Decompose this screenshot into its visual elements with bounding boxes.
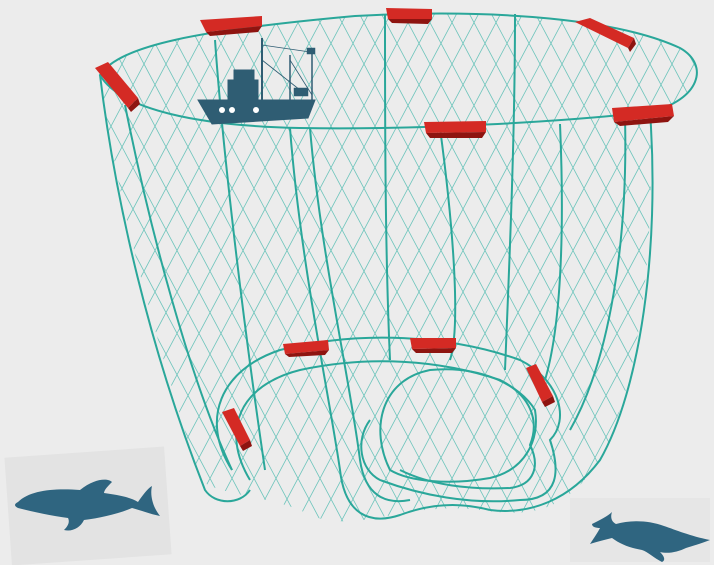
mesh-line <box>604 0 714 565</box>
mesh-line <box>550 0 714 565</box>
mesh-line <box>396 0 696 565</box>
purse-line <box>290 128 490 519</box>
mesh-line <box>616 0 714 565</box>
mesh-line <box>660 0 714 565</box>
net-ropes <box>100 14 697 519</box>
float-top-2 <box>200 16 262 36</box>
net-right-inner <box>570 118 625 430</box>
mesh-line <box>704 0 714 565</box>
float-top-3 <box>386 8 432 24</box>
float-lower-2 <box>283 340 329 357</box>
mesh-line <box>418 0 714 565</box>
float-top-4 <box>575 18 636 52</box>
mesh-line <box>538 0 714 565</box>
net-right-side <box>490 112 653 511</box>
float-top-6 <box>424 121 486 138</box>
mesh-line <box>670 0 714 565</box>
mesh-line <box>638 0 714 565</box>
mesh-line <box>308 0 608 565</box>
mesh-line <box>352 0 652 565</box>
mesh-line <box>154 0 454 565</box>
mesh-line <box>242 0 542 565</box>
mesh-line <box>462 0 714 565</box>
mesh-line <box>682 0 714 565</box>
float-lower-3 <box>410 338 456 353</box>
mesh-line <box>648 0 714 565</box>
float-top-5 <box>612 104 674 126</box>
mesh-line <box>692 0 714 565</box>
mesh-line <box>484 0 714 565</box>
mesh-line <box>0 0 2 565</box>
